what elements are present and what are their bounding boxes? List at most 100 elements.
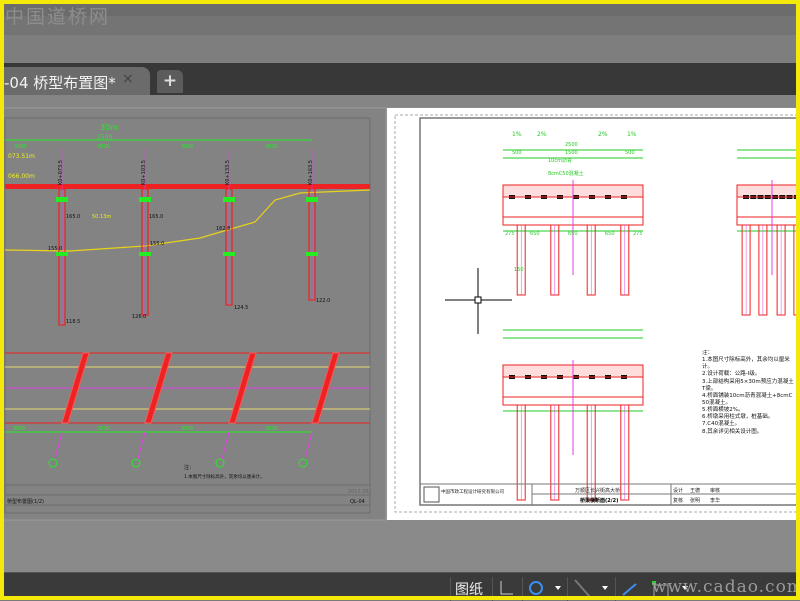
role: 审核 [710, 487, 720, 494]
deck [5, 184, 370, 189]
elev-ground: 155.0 [48, 246, 62, 252]
object-snap-icon[interactable] [567, 577, 615, 601]
sheet-title: 桥型布置图(1/2) [7, 498, 44, 505]
pier-station: K0+163.5 [308, 160, 314, 185]
axis-bubble [215, 458, 225, 468]
document-tab-bar: -04 桥型布置图* × + [0, 63, 800, 95]
span-dim: 3000 [265, 144, 278, 150]
close-icon[interactable]: × [122, 71, 134, 87]
slope: 2% [598, 131, 608, 138]
elev-ground: 155.0 [150, 241, 164, 247]
elev-top: 165.0 [149, 214, 163, 220]
notes-head: 注： [702, 350, 714, 356]
right-sheet: 1% 2% 2% 1% 2500 500 1500 500 10cm沥青 8cm… [387, 108, 800, 520]
skewed-pier [144, 352, 173, 424]
bearing-mark [139, 197, 151, 202]
plan-dim-text: 3000 [13, 426, 26, 432]
bearing-mark [223, 197, 235, 202]
span-label: 30m [100, 123, 118, 132]
width-part: 500 [512, 150, 522, 156]
note: 7.C40混凝土。 [702, 421, 741, 428]
width-total: 2500 [565, 142, 578, 148]
axis-bubble [131, 458, 141, 468]
axis-leader [304, 431, 313, 460]
project-name: 万顺区长兴街高大桥 [575, 487, 620, 494]
watermark: 中国道桥网 [5, 6, 111, 28]
span-dim: 3000 [97, 144, 110, 150]
span-dim: 3000 [14, 144, 27, 150]
company-logo [423, 486, 440, 503]
tab-title: -04 桥型布置图* [4, 74, 116, 92]
elev-bottom: 122.0 [316, 298, 330, 304]
note: 6.桥墩采用柱式墩，桩基础。 [702, 414, 774, 421]
elev-top: 162.8 [216, 226, 230, 232]
site-watermark: www.cadao.com [652, 577, 800, 597]
ground-line [4, 189, 371, 252]
skewed-pier [311, 352, 340, 424]
left-sheet-frame [4, 117, 371, 514]
design-label: 50.13m [92, 214, 111, 220]
ribbon-area: 中国道桥网 [0, 0, 800, 63]
tab-drawing[interactable]: -04 桥型布置图* × [0, 67, 150, 95]
tie-beam-mark [139, 252, 151, 256]
note: 4.桥面铺装10cm沥青混凝土+8cmC50混凝土。 [702, 392, 793, 406]
skewed-pier [61, 352, 90, 424]
role: 设计 [673, 487, 683, 494]
bearing-mark [306, 197, 318, 202]
plan-dim-text: 3000 [97, 426, 110, 432]
elev-label: 066.00m [8, 173, 35, 180]
column-dim: 150 [514, 267, 524, 273]
slope: 1% [512, 131, 522, 138]
pier-station: K0+133.5 [225, 160, 231, 185]
axis-leader [221, 431, 230, 460]
width-part: 500 [625, 150, 635, 156]
plan-dim-text: 3000 [265, 426, 278, 432]
note-head: 注： [184, 464, 194, 471]
new-tab-button[interactable]: + [157, 70, 183, 93]
right-sheet-paper [387, 108, 800, 520]
ortho-icon[interactable] [492, 577, 522, 601]
company-name: 中国市政工程设计研究有限公司 [441, 488, 504, 495]
role-name: 李华 [710, 497, 720, 504]
pier-dim: 650 [568, 231, 578, 237]
title-block [419, 483, 800, 506]
role-name: 王德 [690, 487, 700, 494]
role: 复核 [673, 497, 683, 504]
bearing-mark [56, 197, 68, 202]
role-name: 张明 [690, 497, 700, 504]
note: 3.上部结构采用5×30m预应力混凝土T梁。 [702, 378, 794, 392]
width-part: 1500 [565, 150, 578, 156]
slope: 1% [627, 131, 637, 138]
plan-dim-text: 3000 [181, 426, 194, 432]
left-sheet: 30m 1500 073.51m 066.00m 50.13m 3000 300… [0, 107, 387, 521]
elev-bottom: 124.5 [234, 305, 248, 311]
tie-beam-mark [306, 252, 318, 256]
elev-bottom: 126.0 [132, 314, 146, 320]
note: 5.桥面横坡2%。 [702, 407, 744, 414]
note-text: 1.本图尺寸除标高外，其余均以厘米计。 [184, 473, 265, 480]
drawing-canvas[interactable]: 30m 1500 073.51m 066.00m 50.13m 3000 300… [0, 107, 800, 572]
pier-dim: 650 [605, 231, 615, 237]
pavement-note: 10cm沥青 [548, 157, 572, 164]
axis-bubble [298, 458, 308, 468]
elev-label: 073.51m [8, 153, 35, 160]
pier-dim: 275 [505, 231, 515, 237]
axis-leader [137, 431, 146, 460]
canvas-top-strip [0, 95, 800, 107]
axis-leader [54, 431, 63, 460]
pier-dim: 275 [633, 231, 643, 237]
paper-space-toggle[interactable]: 图纸 [450, 577, 487, 601]
total-dim: 1500 [97, 134, 112, 141]
span-dim: 3000 [181, 144, 194, 150]
axis-bubble [48, 458, 58, 468]
crosshair-cursor [445, 268, 512, 334]
note: 2.设计荷载：公路-Ⅰ级。 [702, 371, 761, 378]
polar-tracking-icon[interactable] [522, 577, 567, 601]
printable-area [394, 114, 800, 513]
cad-drawing[interactable]: 30m 1500 073.51m 066.00m 50.13m 3000 300… [0, 107, 800, 572]
sheet-number: QL-04 [350, 499, 365, 505]
note: 1.本图尺寸除标高外，其余均以厘米计。 [702, 357, 790, 371]
skewed-pier [228, 352, 257, 424]
note: 8.其余详见相关设计图。 [702, 428, 763, 435]
slope: 2% [537, 131, 547, 138]
